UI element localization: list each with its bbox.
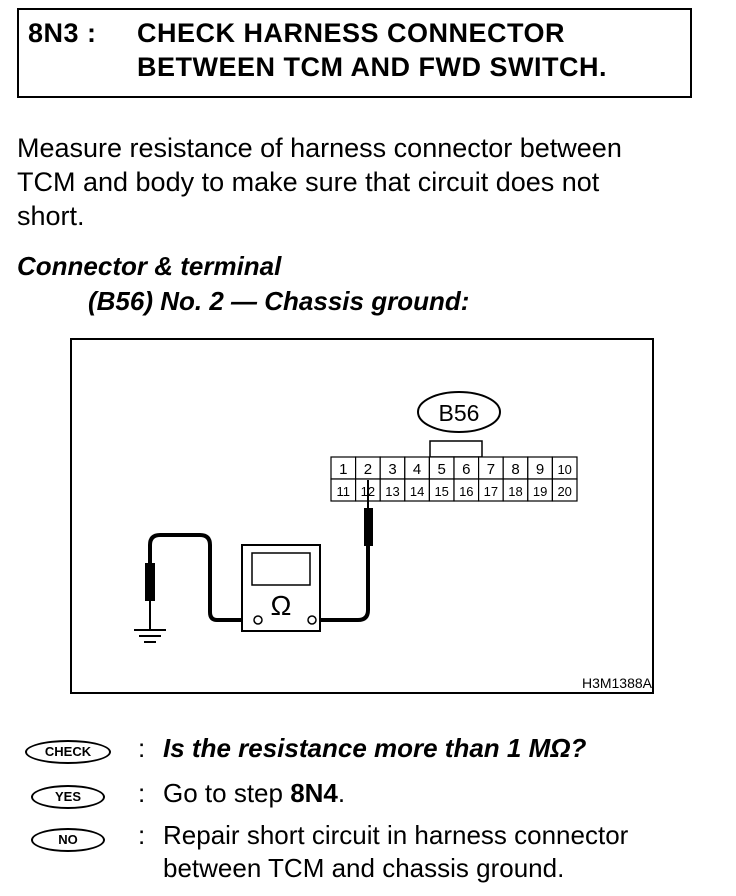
probe-wire-left — [148, 533, 242, 622]
ohmmeter-display — [251, 552, 311, 586]
yes-action-suffix: . — [337, 778, 346, 808]
connector-pin-label: 3 — [388, 461, 396, 478]
connector-pin-label: 15 — [434, 484, 448, 499]
connector-pin-label: 5 — [438, 461, 446, 478]
connector-pin-label: 10 — [557, 462, 571, 477]
no-colon: : — [138, 820, 146, 850]
probe-ground-handle — [145, 563, 155, 601]
check-badge: CHECK — [25, 740, 111, 764]
yes-colon: : — [138, 778, 146, 808]
connector-pin-label: 11 — [337, 484, 351, 499]
connector-pin-label: 7 — [487, 461, 495, 478]
connector-pin-label: 20 — [557, 484, 571, 499]
connector-pin-label: 16 — [459, 484, 473, 499]
figure-id: H3M1388A — [582, 675, 653, 691]
next-step-link[interactable]: 8N4 — [290, 778, 338, 808]
connector-label: B56 — [439, 400, 480, 426]
no-action-line-1: Repair short circuit in harness connecto… — [163, 820, 629, 850]
connector-pin-cell — [551, 478, 578, 502]
wiring-figure: B56 1234567891011121314151617181920 Ω H3… — [70, 338, 654, 694]
check-colon: : — [138, 733, 146, 763]
instruction-line-3: short. — [17, 201, 85, 231]
connector-pin-label: 2 — [364, 461, 372, 478]
meter-terminal-left — [253, 615, 263, 625]
connector-heading: Connector & terminal — [17, 251, 282, 281]
step-title-box — [17, 8, 692, 98]
connector-pin-label: 8 — [511, 461, 519, 478]
yes-action-prefix: Go to step — [163, 778, 291, 808]
step-title-line-1: CHECK HARNESS CONNECTOR — [137, 18, 566, 48]
step-title-line-2: BETWEEN TCM AND FWD SWITCH. — [137, 52, 607, 82]
meter-terminal-right — [307, 615, 317, 625]
connector-label-ellipse — [417, 391, 501, 433]
connector-pin-label: 4 — [413, 461, 421, 478]
check-question: Is the resistance more than 1 MΩ? — [163, 733, 587, 763]
no-action-line-2: between TCM and chassis ground. — [163, 853, 565, 883]
connector-detail: (B56) No. 2 — Chassis ground: — [88, 286, 470, 316]
connector-pin-label: 14 — [410, 484, 424, 499]
wiring-diagram: B56 1234567891011121314151617181920 Ω H3… — [134, 391, 653, 691]
connector-pin-label: 17 — [484, 484, 498, 499]
connector-pin-label: 9 — [536, 461, 544, 478]
connector-pin-grid: 1234567891011121314151617181920 — [330, 456, 578, 502]
connector-pin-label: 6 — [462, 461, 470, 478]
probe-b56-handle — [364, 508, 373, 546]
instruction-line-2: TCM and body to make sure that circuit d… — [17, 167, 600, 197]
ohm-symbol: Ω — [271, 590, 292, 621]
no-badge: NO — [31, 828, 105, 852]
connector-pin-label: 19 — [533, 484, 547, 499]
probe-wire-right — [320, 546, 370, 622]
instruction-line-1: Measure resistance of harness connector … — [17, 133, 622, 163]
connector-pin-label: 18 — [508, 484, 522, 499]
connector-pin-label: 13 — [385, 484, 399, 499]
yes-action: Go to step 8N4. — [163, 778, 345, 809]
yes-badge: YES — [31, 785, 105, 809]
step-code: 8N3 : — [28, 18, 97, 48]
connector-lock-tab — [429, 440, 483, 458]
connector-pin-label: 1 — [339, 461, 347, 478]
